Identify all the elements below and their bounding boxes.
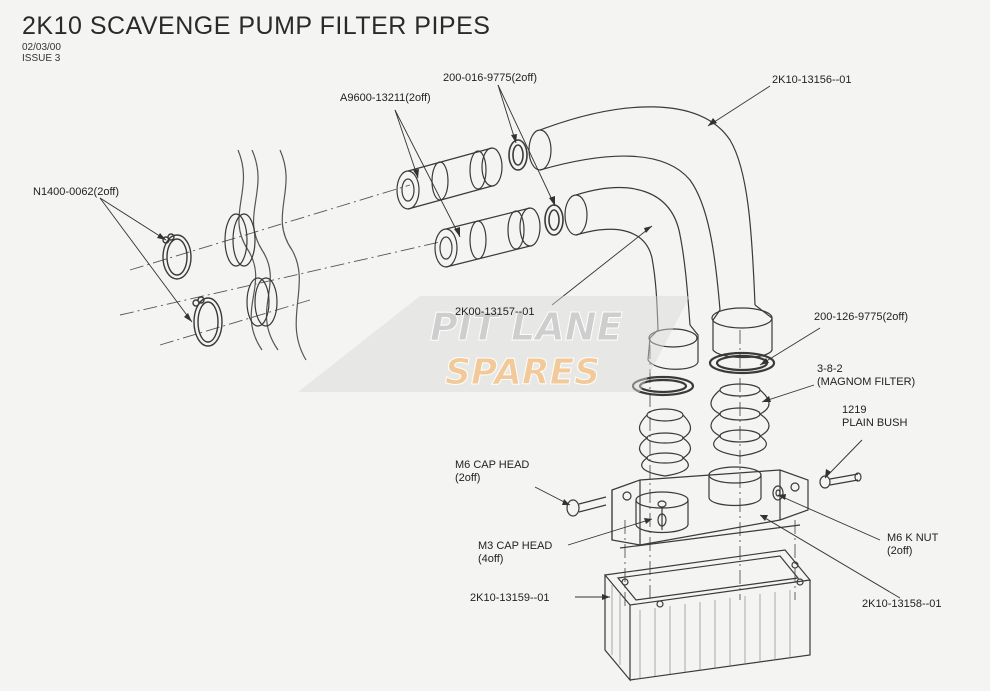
page-title: 2K10 SCAVENGE PUMP FILTER PIPES <box>22 12 491 40</box>
mounting-bracket <box>611 469 809 549</box>
label-m6-k-nut-qty: (2off) <box>887 545 913 557</box>
label-magnom-part: 3-8-2 <box>817 363 843 375</box>
label-m6-cap-head: M6 CAP HEAD <box>455 459 530 471</box>
label-2k10-13159: 2K10-13159--01 <box>470 592 550 604</box>
label-m3-cap-qty: (4off) <box>478 553 504 565</box>
label-2k10-13156: 2K10-13156--01 <box>772 74 852 86</box>
leader-lines <box>99 84 901 599</box>
label-bush-part: 1219 <box>842 404 867 416</box>
magnom-filter-left <box>638 408 692 477</box>
m6-nut <box>772 485 784 501</box>
m6-cap-screw <box>566 496 607 517</box>
magnom-filter-right <box>710 383 770 457</box>
pipe-lower-bend <box>564 187 699 370</box>
m3-cap-screw <box>657 500 667 530</box>
issue-stamp: ISSUE 3 <box>22 53 61 64</box>
label-magnom-desc: (MAGNOM FILTER) <box>817 376 916 388</box>
cutaway-bores <box>224 213 278 327</box>
date-stamp: 02/03/00 <box>22 42 61 53</box>
label-2k00-13157: 2K00-13157--01 <box>455 306 535 318</box>
label-200-016: 200-016-9775(2off) <box>443 72 537 84</box>
watermark-swoosh <box>298 296 690 392</box>
filter-housing <box>603 549 812 682</box>
label-n1400: N1400-0062(2off) <box>33 186 120 198</box>
label-bush-desc: PLAIN BUSH <box>842 417 908 429</box>
label-200-126: 200-126-9775(2off) <box>814 311 908 323</box>
watermark-line2: SPARES <box>445 352 600 393</box>
label-a9600: A9600-13211(2off) <box>340 92 431 104</box>
label-m6-cap-qty: (2off) <box>455 472 481 484</box>
o-ring-upper <box>508 139 528 171</box>
circlip-lower <box>192 296 223 347</box>
circlip-upper <box>162 233 192 280</box>
large-o-ring-left <box>631 375 695 397</box>
watermark-line1: PIT LANE <box>430 305 623 349</box>
hose-connector-upper <box>396 147 503 210</box>
label-m6-k-nut: M6 K NUT <box>887 532 939 544</box>
bush-screw <box>819 472 862 489</box>
label-2k10-13158: 2K10-13158--01 <box>862 598 942 610</box>
arrowheads <box>157 118 831 600</box>
hose-connector-lower <box>434 207 541 268</box>
label-m3-cap-head: M3 CAP HEAD <box>478 540 553 552</box>
o-ring-lower <box>544 204 564 236</box>
cutaway-lines <box>237 149 307 361</box>
watermark: PIT LANE SPARES <box>298 296 690 394</box>
